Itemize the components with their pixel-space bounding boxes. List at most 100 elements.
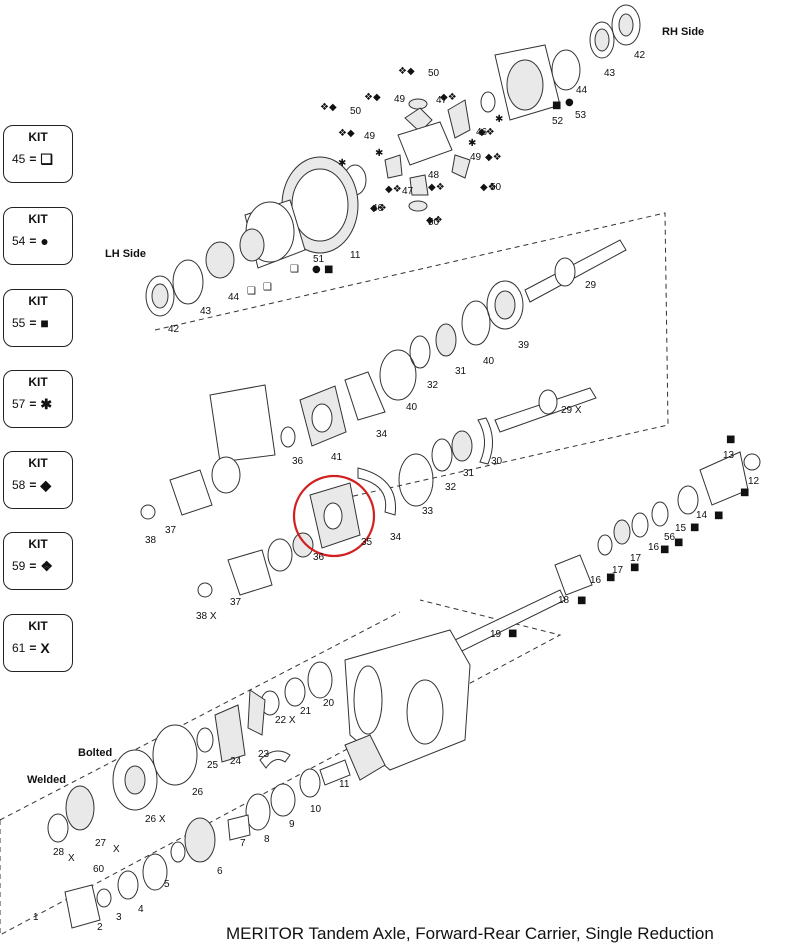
kit-box-45: KIT 45=❑ bbox=[3, 125, 73, 183]
part-callout-label: 19 bbox=[490, 629, 502, 640]
marker-58: ◆❖ bbox=[480, 182, 497, 193]
part-callout-label: 26 bbox=[192, 787, 204, 798]
kit-number: 45 bbox=[12, 152, 26, 166]
part-callout-label: X bbox=[113, 844, 120, 855]
part-callout-label: 52 bbox=[552, 116, 564, 127]
yoke-assembly bbox=[140, 387, 597, 598]
marker-58: ◆❖ bbox=[440, 92, 457, 103]
part-callout-label: 22 X bbox=[275, 715, 296, 726]
part-callout-label: 50 bbox=[428, 68, 440, 79]
kit-number: 59 bbox=[12, 559, 26, 573]
part-callout-label: 29 bbox=[585, 280, 597, 291]
marker-55: ■ bbox=[324, 264, 333, 275]
part-callout-label: 47 bbox=[436, 95, 448, 106]
marker-59: ❖◆ bbox=[364, 92, 381, 103]
kit-title: KIT bbox=[28, 619, 48, 633]
part-callout-label: 6 bbox=[217, 866, 223, 877]
part-callout-label: 31 bbox=[463, 468, 475, 479]
part-callout-label: 35 bbox=[361, 537, 373, 548]
part-callout-label: 44 bbox=[228, 292, 240, 303]
part-callout-label: X bbox=[68, 853, 75, 864]
part-callout-label: 12 bbox=[748, 476, 760, 487]
kit-number: 54 bbox=[12, 234, 26, 248]
marker-59: ❖◆ bbox=[398, 66, 415, 77]
carrier-housing bbox=[112, 629, 471, 811]
kit-title: KIT bbox=[28, 537, 48, 551]
marker-55: ■ bbox=[552, 100, 561, 111]
kit-box-59: KIT 59=❖ bbox=[3, 532, 73, 590]
kit-number: 61 bbox=[12, 641, 26, 655]
marker-58: ◆❖ bbox=[428, 182, 445, 193]
marker-57: ✱ bbox=[375, 148, 383, 159]
rh-side-label: RH Side bbox=[662, 26, 704, 38]
kit-equals: = bbox=[29, 397, 37, 411]
part-callout-label: 42 bbox=[634, 50, 646, 61]
kit-number: 55 bbox=[12, 316, 26, 330]
part-callout-label: 7 bbox=[240, 838, 246, 849]
part-callout-label: 11 bbox=[350, 250, 361, 261]
part-callout-label: 26 X bbox=[145, 814, 166, 825]
part-callout-label: 49 bbox=[470, 152, 482, 163]
output-shaft-assembly bbox=[454, 451, 761, 653]
part-callout-label: 32 bbox=[427, 380, 439, 391]
part-callout-label: 49 bbox=[364, 131, 376, 142]
part-callout-label: 38 bbox=[145, 535, 157, 546]
part-callout-label: 8 bbox=[264, 834, 270, 845]
part-callout-label: 27 bbox=[95, 838, 107, 849]
part-callout-label: 49 bbox=[394, 94, 406, 105]
marker-55: ■ bbox=[660, 544, 669, 555]
kit-equals: = bbox=[29, 234, 37, 248]
part-callout-label: 46 bbox=[372, 203, 384, 214]
x-mark-icon: X bbox=[40, 640, 50, 656]
part-callout-label: 48 bbox=[428, 170, 440, 181]
kit-title: KIT bbox=[28, 375, 48, 389]
part-callout-label: 36 bbox=[292, 456, 304, 467]
part-callout-label: 34 bbox=[390, 532, 402, 543]
part-callout-label: 43 bbox=[200, 306, 212, 317]
marker-57: ✱ bbox=[338, 158, 346, 169]
part-callout-label: 39 bbox=[518, 340, 530, 351]
kit-title: KIT bbox=[28, 294, 48, 308]
filled-square-icon: ■ bbox=[40, 315, 49, 331]
marker-55: ■ bbox=[740, 487, 749, 498]
filled-circle-icon: ● bbox=[40, 233, 49, 249]
lh-side-label: LH Side bbox=[105, 248, 146, 260]
part-callout-label: 1 bbox=[33, 912, 39, 923]
kit-box-55: KIT 55=■ bbox=[3, 289, 73, 347]
part-callout-label: 36 bbox=[313, 552, 325, 563]
ring-gear-assembly bbox=[145, 156, 359, 317]
part-callout-label: 46 bbox=[476, 127, 488, 138]
marker-55: ■ bbox=[714, 510, 723, 521]
highlight-circle bbox=[292, 474, 376, 558]
part-callout-label: 30 bbox=[491, 456, 503, 467]
kit-equals: = bbox=[29, 152, 37, 166]
part-callout-label: 50 bbox=[428, 217, 440, 228]
kit-equals: = bbox=[29, 316, 37, 330]
marker-58: ◆❖ bbox=[478, 127, 495, 138]
part-callout-label: 28 bbox=[53, 847, 65, 858]
marker-54: ● bbox=[565, 97, 574, 108]
part-callout-label: 14 bbox=[696, 510, 708, 521]
part-callout-label: 41 bbox=[331, 452, 343, 463]
part-callout-label: 50 bbox=[350, 106, 362, 117]
pinion-assembly bbox=[47, 734, 386, 929]
marker-45: ❑ bbox=[263, 282, 272, 293]
part-callout-label: 23 bbox=[258, 749, 270, 760]
marker-58: ◆❖ bbox=[370, 203, 387, 214]
part-callout-label: 17 bbox=[612, 565, 624, 576]
part-callout-label: 50 bbox=[490, 182, 502, 193]
input-shaft-assembly bbox=[209, 239, 627, 463]
hollow-square-icon: ❑ bbox=[40, 151, 53, 167]
part-callout-label: 37 bbox=[230, 597, 242, 608]
part-callout-label: 34 bbox=[376, 429, 388, 440]
marker-55: ■ bbox=[674, 537, 683, 548]
part-callout-label: 24 bbox=[230, 756, 242, 767]
kit-equals: = bbox=[29, 559, 37, 573]
marker-58: ◆❖ bbox=[426, 215, 443, 226]
kit-box-61: KIT 61=X bbox=[3, 614, 73, 672]
marker-55: ■ bbox=[630, 562, 639, 573]
kit-equals: = bbox=[29, 478, 37, 492]
part-callout-label: 20 bbox=[323, 698, 335, 709]
